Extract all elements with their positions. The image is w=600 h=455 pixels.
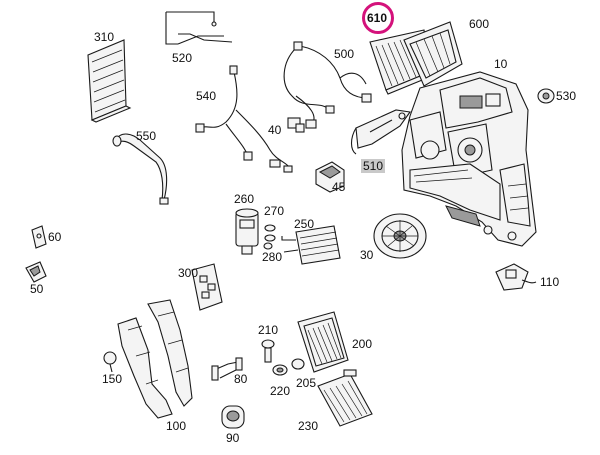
part-60-drawing[interactable] <box>31 225 47 249</box>
part-230-drawing[interactable] <box>317 369 373 427</box>
part-530-drawing[interactable] <box>537 88 555 104</box>
label-110[interactable]: 110 <box>540 275 560 289</box>
label-90[interactable]: 90 <box>226 431 240 445</box>
part-300-drawing[interactable] <box>191 263 223 311</box>
label-260[interactable]: 260 <box>234 192 255 206</box>
part-220-drawing[interactable] <box>272 364 288 376</box>
label-600[interactable]: 600 <box>469 17 490 31</box>
part-520-drawing[interactable] <box>165 11 233 45</box>
part-10-drawing[interactable] <box>401 71 537 247</box>
part-45-drawing[interactable] <box>315 161 345 193</box>
label-540[interactable]: 540 <box>196 89 217 103</box>
label-100[interactable]: 100 <box>166 419 187 433</box>
label-10[interactable]: 10 <box>494 57 508 71</box>
label-310[interactable]: 310 <box>94 30 115 44</box>
label-510[interactable]: 510 <box>361 159 386 173</box>
part-200-drawing[interactable] <box>297 311 349 373</box>
label-250[interactable]: 250 <box>294 217 315 231</box>
label-500[interactable]: 500 <box>334 47 355 61</box>
part-310-drawing[interactable] <box>87 39 132 123</box>
part-90-drawing[interactable] <box>221 405 245 429</box>
label-220[interactable]: 220 <box>270 384 291 398</box>
label-50[interactable]: 50 <box>30 282 44 296</box>
part-100-drawing[interactable] <box>117 299 193 419</box>
label-230[interactable]: 230 <box>298 419 319 433</box>
label-550[interactable]: 550 <box>136 129 157 143</box>
label-610[interactable]: 610 <box>367 11 388 25</box>
part-260-drawing[interactable] <box>235 208 259 255</box>
label-60[interactable]: 60 <box>48 230 62 244</box>
label-280[interactable]: 280 <box>262 250 283 264</box>
label-150[interactable]: 150 <box>102 372 123 386</box>
part-550-drawing[interactable] <box>112 133 169 205</box>
part-500-drawing[interactable] <box>283 41 372 129</box>
part-150-drawing[interactable] <box>103 351 117 373</box>
highlight-ring <box>362 2 394 34</box>
label-40[interactable]: 40 <box>268 123 282 137</box>
label-200[interactable]: 200 <box>352 337 373 351</box>
label-270[interactable]: 270 <box>264 204 285 218</box>
label-520[interactable]: 520 <box>172 51 193 65</box>
part-510-drawing[interactable] <box>350 109 411 155</box>
label-210[interactable]: 210 <box>258 323 279 337</box>
part-50-drawing[interactable] <box>25 261 47 283</box>
part-110-drawing[interactable] <box>495 263 537 291</box>
label-30[interactable]: 30 <box>360 248 374 262</box>
part-600-drawing[interactable] <box>403 21 463 87</box>
part-80-drawing[interactable] <box>211 357 243 381</box>
label-205[interactable]: 205 <box>296 376 317 390</box>
part-280-drawing[interactable] <box>263 242 273 250</box>
label-45[interactable]: 45 <box>332 180 346 194</box>
part-40-drawing[interactable] <box>287 117 305 133</box>
label-530[interactable]: 530 <box>556 89 577 103</box>
part-270-drawing[interactable] <box>264 224 276 242</box>
part-250-drawing[interactable] <box>281 225 341 265</box>
label-300[interactable]: 300 <box>178 266 199 280</box>
part-210-drawing[interactable] <box>261 339 275 363</box>
part-540-drawing[interactable] <box>195 65 293 173</box>
part-30-drawing[interactable] <box>373 213 427 259</box>
label-80[interactable]: 80 <box>234 372 248 386</box>
part-205-drawing[interactable] <box>291 358 305 370</box>
